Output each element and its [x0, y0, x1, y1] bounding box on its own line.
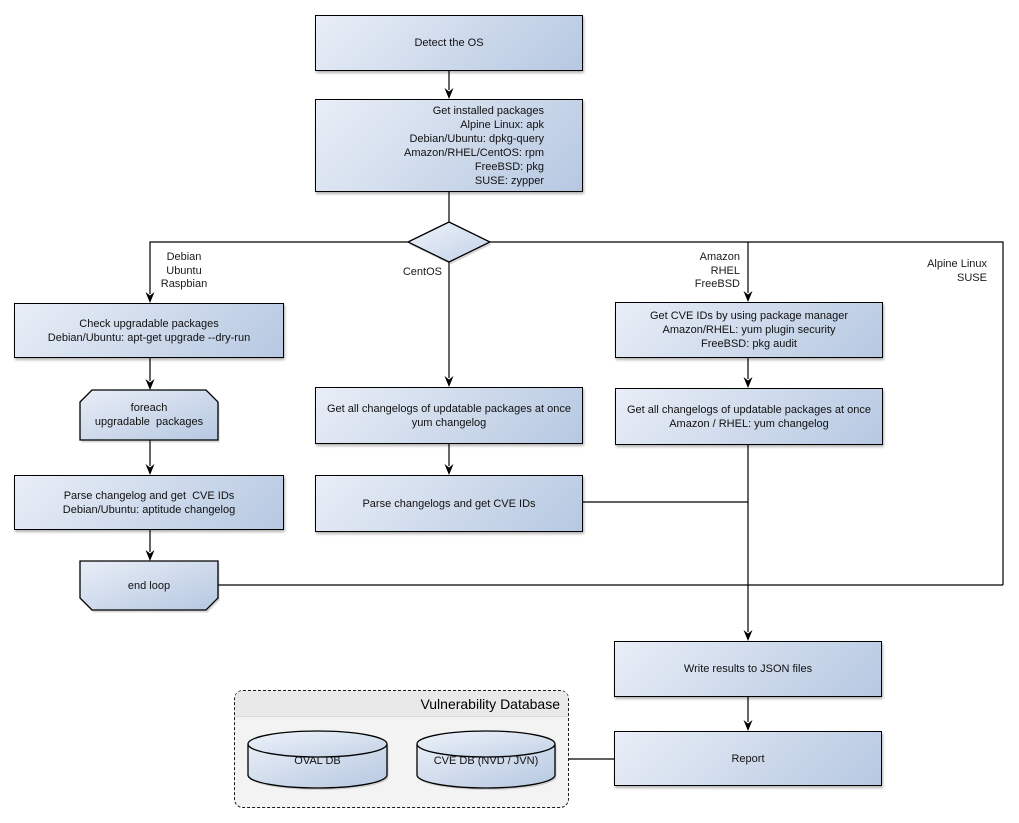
edge-label-centos-branch: CentOS [402, 266, 442, 278]
edge-label-amazon-branch: Amazon RHEL FreeBSD [694, 251, 740, 290]
node-label: FreeBSD: pkg [474, 160, 544, 173]
foreach-loop-shape [79, 389, 220, 443]
node-parse-changelog-debian: Parse changelog and get CVE IDs Debian/U… [14, 475, 284, 530]
node-label: Get installed packages [432, 104, 544, 117]
node-label: Detect the OS [414, 37, 484, 49]
node-label: Debian/Ubuntu: apt-get upgrade --dry-run [47, 331, 251, 344]
node-parse-changelogs-centos: Parse changelogs and get CVE IDs [315, 475, 583, 532]
node-detect-os: Detect the OS [315, 15, 583, 71]
end-loop-label: end loop [127, 579, 171, 592]
node-label: Report [731, 752, 765, 765]
vulnerability-database-container: Vulnerability Database [234, 690, 569, 808]
node-label: Parse changelog and get CVE IDs [63, 489, 235, 502]
node-label: Amazon/RHEL: yum plugin security [662, 324, 836, 336]
node-label: Get all changelogs of updatable packages… [626, 403, 871, 416]
node-get-installed-packages: Get installed packages Alpine Linux: apk… [315, 99, 583, 192]
node-write-results-json: Write results to JSON files [614, 641, 882, 697]
node-label: Check upgradable packages [79, 317, 219, 330]
node-label: Get all changelogs of updatable packages… [326, 402, 571, 415]
node-check-upgradable-packages: Check upgradable packages Debian/Ubuntu:… [14, 303, 284, 358]
node-label: Alpine Linux: apk [460, 118, 544, 131]
node-report: Report [614, 731, 882, 786]
node-label: Amazon / RHEL: yum changelog [669, 417, 829, 430]
node-label: yum changelog [411, 416, 487, 429]
edge-label-alpine-branch: Alpine Linux SUSE [927, 258, 987, 284]
vulnerability-database-title: Vulnerability Database [235, 691, 568, 717]
node-get-cve-ids-package-manager: Get CVE IDs by using package manager Ama… [615, 302, 883, 358]
node-label: Debian/Ubuntu: dpkg-query [409, 132, 544, 145]
end-loop-shape [79, 560, 220, 613]
node-get-changelogs-centos: Get all changelogs of updatable packages… [315, 387, 583, 444]
node-get-changelogs-amazon-rhel: Get all changelogs of updatable packages… [615, 388, 883, 445]
node-label: Write results to JSON files [683, 663, 813, 675]
node-label: SUSE: zypper [474, 174, 544, 187]
node-label: Debian/Ubuntu: aptitude changelog [62, 503, 236, 516]
edge-label-debian-branch: Debian Ubuntu Raspbian [160, 251, 208, 290]
node-label: Get CVE IDs by using package manager [649, 310, 849, 322]
node-label: Amazon/RHEL/CentOS: rpm [404, 146, 544, 159]
node-label: FreeBSD: pkg audit [701, 338, 797, 350]
foreach-loop-label: foreach upgradable packages [94, 402, 204, 428]
os-decision-diamond [406, 221, 492, 265]
node-label: Parse changelogs and get CVE IDs [362, 497, 536, 510]
